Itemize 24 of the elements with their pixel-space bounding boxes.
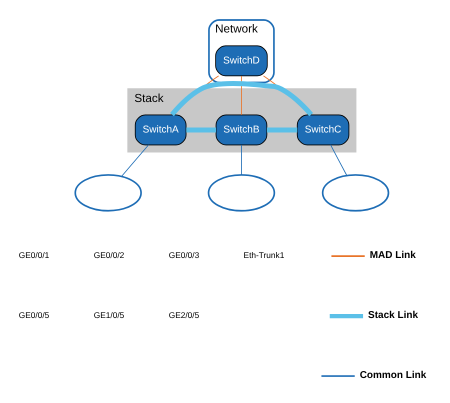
connector bbox=[121, 144, 149, 176]
connector bbox=[241, 144, 242, 175]
node-cloud bbox=[322, 174, 390, 212]
label: GE0/0/1 bbox=[18, 249, 50, 260]
label: GE0/0/3 bbox=[168, 249, 200, 260]
node-box: SwitchA bbox=[134, 114, 186, 145]
node-box: SwitchB bbox=[216, 114, 268, 145]
label: GE2/0/5 bbox=[168, 309, 200, 320]
connector bbox=[186, 126, 216, 132]
legend-label: Common Link bbox=[360, 369, 426, 380]
connector bbox=[170, 80, 314, 116]
connector bbox=[241, 75, 242, 115]
node-box: SwitchC bbox=[296, 114, 350, 145]
node-cloud bbox=[208, 174, 276, 212]
node-box: SwitchD bbox=[215, 44, 268, 76]
connector bbox=[266, 126, 298, 132]
legend-label: Stack Link bbox=[368, 309, 418, 320]
label: GE0/0/5 bbox=[18, 309, 50, 320]
legend-label: MAD Link bbox=[370, 249, 416, 260]
label: GE1/0/5 bbox=[94, 309, 124, 320]
label: GE0/0/2 bbox=[94, 249, 124, 260]
node-cloud bbox=[74, 174, 142, 212]
label: Eth-Trunk1 bbox=[244, 249, 284, 260]
connector bbox=[330, 144, 348, 176]
